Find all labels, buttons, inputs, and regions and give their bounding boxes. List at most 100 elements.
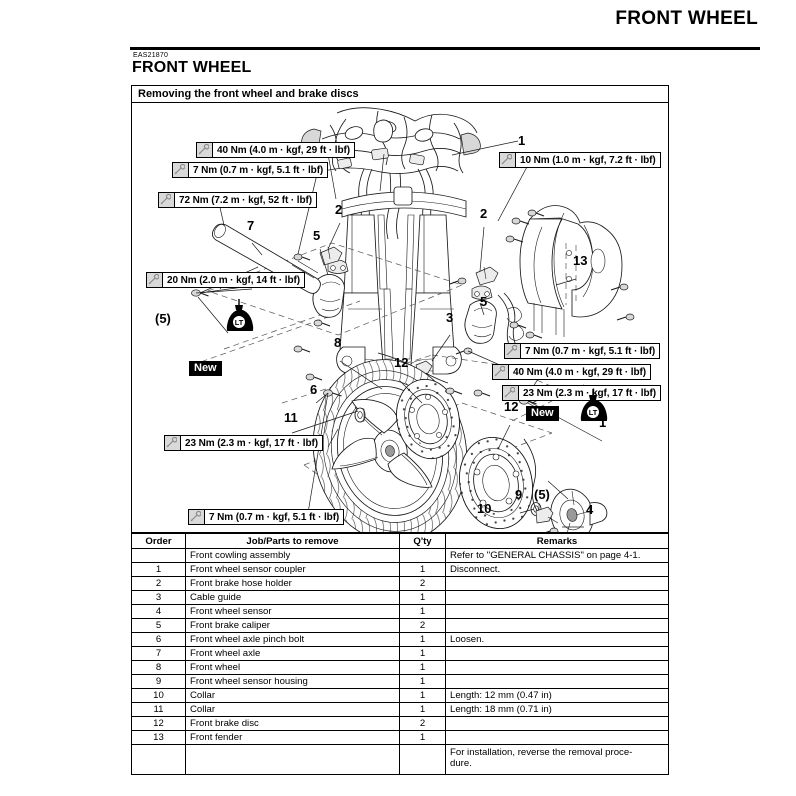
lt-label: LT bbox=[589, 408, 598, 417]
torque-value: 7 Nm (0.7 m · kgf, 5.1 ft · lbf) bbox=[525, 346, 656, 357]
wrench-icon bbox=[173, 163, 189, 177]
cell-job: Front brake caliper bbox=[185, 618, 400, 633]
torque-spec-23nm-right: 23 Nm (2.3 m · kgf, 17 ft · lbf) bbox=[502, 385, 661, 401]
cell-remarks: Refer to "GENERAL CHASSIS" on page 4-1. bbox=[445, 548, 669, 563]
cell-order: 1 bbox=[131, 562, 186, 577]
cell-qty: 1 bbox=[399, 688, 446, 703]
cell-qty: 2 bbox=[399, 576, 446, 591]
table-row: Front cowling assembly Refer to "GENERAL … bbox=[131, 548, 669, 563]
collar-18mm bbox=[354, 407, 366, 423]
cell-job: Cable guide bbox=[185, 590, 400, 605]
torque-value: 7 Nm (0.7 m · kgf, 5.1 ft · lbf) bbox=[209, 512, 340, 523]
wrench-icon bbox=[159, 193, 175, 207]
cell-job: Front wheel sensor coupler bbox=[185, 562, 400, 577]
torque-spec-72nm-left: 72 Nm (7.2 m · kgf, 52 ft · lbf) bbox=[158, 192, 317, 208]
torque-spec-10nm-upper-right: 10 Nm (1.0 m · kgf, 7.2 ft · lbf) bbox=[499, 152, 661, 168]
cell-order bbox=[131, 744, 186, 775]
wrench-icon bbox=[197, 143, 213, 157]
wrench-icon bbox=[147, 273, 163, 287]
column-header-remarks: Remarks bbox=[445, 533, 669, 549]
cell-remarks bbox=[445, 618, 669, 633]
torque-spec-7nm-right: 7 Nm (0.7 m · kgf, 5.1 ft · lbf) bbox=[504, 343, 661, 359]
cell-order bbox=[131, 548, 186, 563]
torque-value: 23 Nm (2.3 m · kgf, 17 ft · lbf) bbox=[523, 388, 656, 399]
callout-10: 10 bbox=[477, 501, 492, 516]
callout-4: 4 bbox=[586, 502, 594, 517]
torque-value: 7 Nm (0.7 m · kgf, 5.1 ft · lbf) bbox=[193, 165, 324, 176]
new-part-tag-left: New bbox=[189, 361, 222, 376]
wrench-icon bbox=[500, 153, 516, 167]
cell-job: Collar bbox=[185, 688, 400, 703]
cell-order: 12 bbox=[131, 716, 186, 731]
cell-job: Front fender bbox=[185, 730, 400, 745]
callout-13: 13 bbox=[573, 253, 588, 268]
callout-2-right: 2 bbox=[480, 206, 488, 221]
cell-job: Front wheel axle pinch bolt bbox=[185, 632, 400, 647]
cell-order: 13 bbox=[131, 730, 186, 745]
cell-remarks: Length: 12 mm (0.47 in) bbox=[445, 688, 669, 703]
front-brake-caliper-right bbox=[464, 285, 497, 344]
wrench-icon bbox=[165, 436, 181, 450]
cell-order: 11 bbox=[131, 702, 186, 717]
cell-qty: 2 bbox=[399, 618, 446, 633]
cell-remarks bbox=[445, 716, 669, 731]
callout-11: 11 bbox=[284, 410, 298, 425]
section-code: EAS21870 bbox=[133, 52, 169, 59]
cell-qty: 2 bbox=[399, 716, 446, 731]
cell-order: 10 bbox=[131, 688, 186, 703]
cell-job: Front wheel axle bbox=[185, 646, 400, 661]
torque-spec-40nm-upper-left: 40 Nm (4.0 m · kgf, 29 ft · lbf) bbox=[196, 142, 355, 158]
torque-value: 20 Nm (2.0 m · kgf, 14 ft · lbf) bbox=[167, 275, 300, 286]
callout-3: 3 bbox=[446, 310, 454, 325]
cell-order: 4 bbox=[131, 604, 186, 619]
cell-qty: 1 bbox=[399, 674, 446, 689]
parts-table: Order Job/Parts to remove Q'ty Remarks F… bbox=[131, 533, 669, 775]
cell-job: Front wheel sensor housing bbox=[185, 674, 400, 689]
table-row: For installation, reverse the removal pr… bbox=[131, 744, 669, 775]
procedure-title: Removing the front wheel and brake discs bbox=[132, 86, 668, 103]
lubricant-symbol-lt-left: LT bbox=[224, 299, 254, 338]
new-part-tag-right: New bbox=[526, 406, 559, 421]
cell-qty: 1 bbox=[399, 590, 446, 605]
callout-12-right: 12 bbox=[504, 399, 519, 414]
cell-job bbox=[185, 744, 400, 775]
cell-order: 6 bbox=[131, 632, 186, 647]
callout-5-paren-left: (5) bbox=[155, 311, 171, 326]
cell-qty: 1 bbox=[399, 632, 446, 647]
cell-job: Front brake hose holder bbox=[185, 576, 400, 591]
cell-qty: 1 bbox=[399, 562, 446, 577]
cell-remarks bbox=[445, 674, 669, 689]
cell-qty: 1 bbox=[399, 646, 446, 661]
front-brake-hose-holder-left bbox=[319, 246, 343, 266]
cell-job: Front wheel sensor bbox=[185, 604, 400, 619]
wrench-icon bbox=[493, 365, 509, 379]
torque-spec-7nm-upper-left: 7 Nm (0.7 m · kgf, 5.1 ft · lbf) bbox=[172, 162, 329, 178]
cell-job: Front brake disc bbox=[185, 716, 400, 731]
callout-5-left: 5 bbox=[313, 228, 321, 243]
column-header-order: Order bbox=[131, 533, 186, 549]
callout-5-paren-right: (5) bbox=[534, 487, 550, 502]
cell-remarks bbox=[445, 646, 669, 661]
cell-qty bbox=[399, 548, 446, 563]
cell-order: 9 bbox=[131, 674, 186, 689]
cell-order: 5 bbox=[131, 618, 186, 633]
cell-order: 8 bbox=[131, 660, 186, 675]
cell-qty bbox=[399, 744, 446, 775]
front-brake-hose-holder-right bbox=[475, 266, 499, 286]
cell-remarks: For installation, reverse the removal pr… bbox=[445, 744, 669, 775]
cell-remarks bbox=[445, 660, 669, 675]
torque-value: 23 Nm (2.3 m · kgf, 17 ft · lbf) bbox=[185, 438, 318, 449]
cell-order: 2 bbox=[131, 576, 186, 591]
front-brake-disc-right bbox=[459, 436, 533, 530]
cell-job: Front cowling assembly bbox=[185, 548, 400, 563]
